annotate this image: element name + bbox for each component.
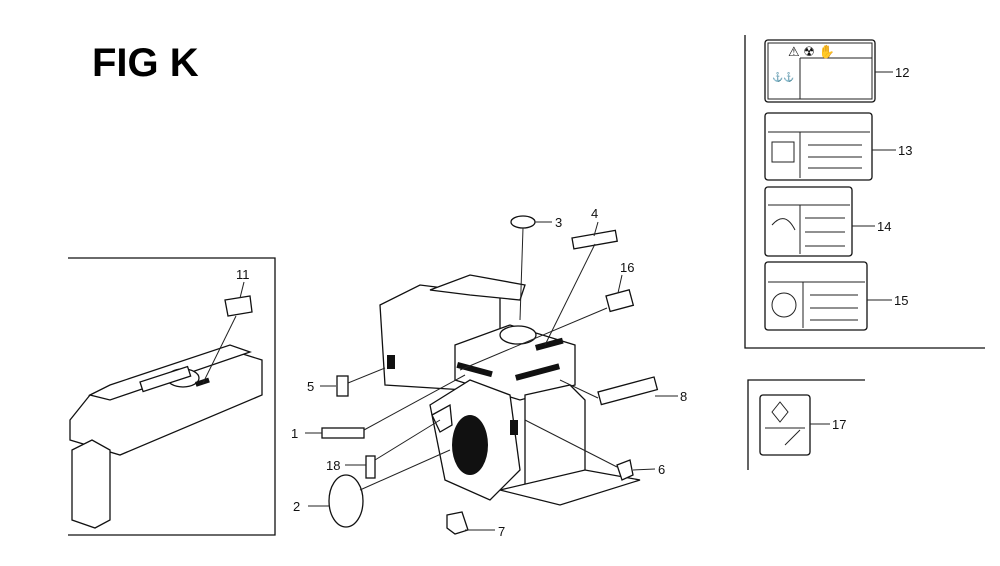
leader-lines xyxy=(305,221,678,531)
decal-12: ⚠ ☢ ✋ ⚓⚓ xyxy=(764,39,893,103)
callout-11: 11 xyxy=(236,267,250,282)
inset-fuel-tank xyxy=(69,281,263,529)
svg-text:⚠ ☢ ✋: ⚠ ☢ ✋ xyxy=(788,44,835,59)
callout-12: 12 xyxy=(895,65,909,80)
callout-2: 2 xyxy=(293,499,300,514)
callout-5: 5 xyxy=(307,379,314,394)
callout-13: 13 xyxy=(898,143,912,158)
callout-15: 15 xyxy=(894,293,908,308)
callout-17: 17 xyxy=(832,417,846,432)
loose-decals xyxy=(321,215,659,535)
callout-1: 1 xyxy=(291,426,298,441)
callout-16: 16 xyxy=(620,260,634,275)
callout-8: 8 xyxy=(680,389,687,404)
inset-frame xyxy=(68,257,276,536)
callout-6: 6 xyxy=(658,462,665,477)
figure-title: FIG K xyxy=(92,41,199,85)
decal-15 xyxy=(764,261,892,331)
callout-14: 14 xyxy=(877,219,891,234)
decal-17 xyxy=(759,394,830,456)
decal-13 xyxy=(764,112,896,181)
decal-17-frame xyxy=(747,379,865,470)
callout-numbers: 1 2 3 4 5 6 7 8 11 12 13 14 15 16 17 18 xyxy=(236,65,912,539)
decal-frame xyxy=(744,35,985,349)
callout-4: 4 xyxy=(591,206,598,221)
engine-illustration xyxy=(379,274,641,506)
callout-3: 3 xyxy=(555,215,562,230)
decal-14 xyxy=(764,186,875,257)
callout-7: 7 xyxy=(498,524,505,539)
callout-18: 18 xyxy=(326,458,340,473)
svg-text:⚓⚓: ⚓⚓ xyxy=(772,71,794,82)
